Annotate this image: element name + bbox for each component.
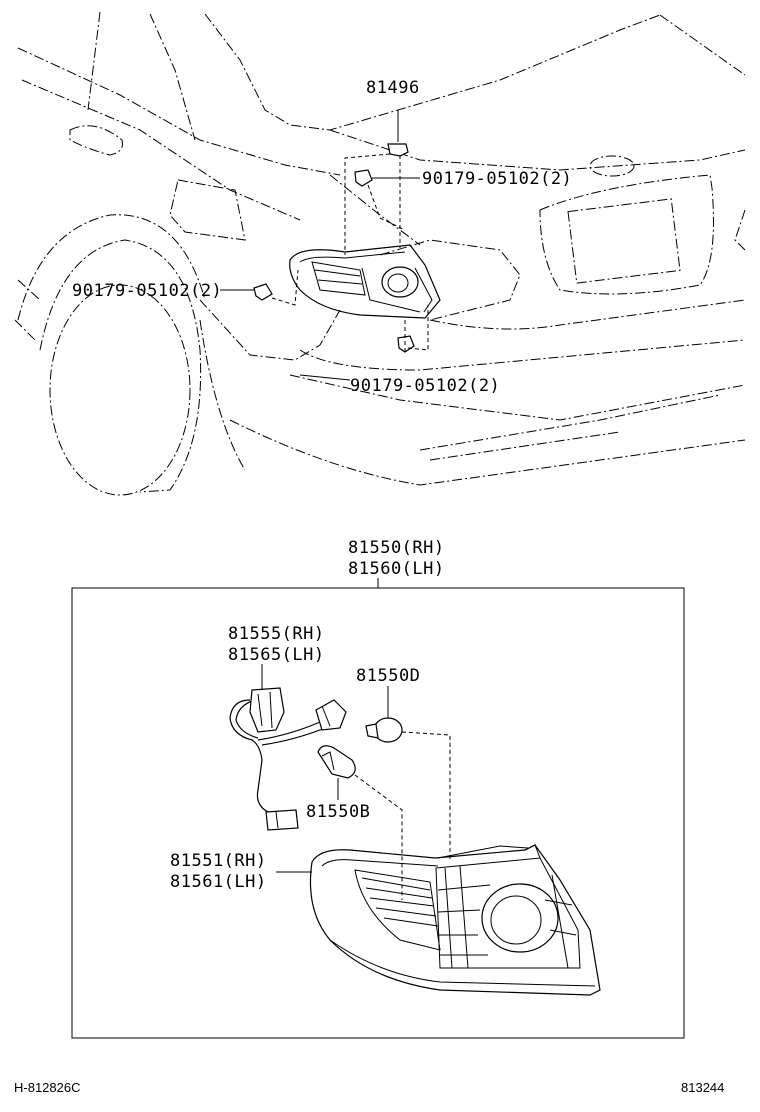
label-assy-rh: 81550(RH) [348, 538, 445, 558]
screw-right-icon [354, 169, 420, 187]
bulb-81550d-icon [365, 686, 451, 860]
bulb-81550b-icon [317, 745, 403, 900]
vehicle-leader-lines [271, 153, 429, 352]
label-bulb-b: 81550B [306, 802, 370, 822]
diagram-code-left: H-812826C [14, 1080, 81, 1095]
label-clip-81496: 81496 [366, 78, 420, 98]
label-lens-rh: 81551(RH) [170, 851, 267, 871]
vehicle-rear-outline [14, 11, 746, 496]
label-screw-bottom: 90179-05102(2) [350, 376, 500, 396]
label-lens-lh: 81561(LH) [170, 872, 267, 892]
clip-81496-icon [387, 110, 409, 157]
label-assy-lh: 81560(LH) [348, 559, 445, 579]
label-bulb-d: 81550D [356, 666, 420, 686]
assembly-box [71, 587, 685, 1039]
lens-assembly-icon [276, 844, 601, 996]
diagram-code-right: 813244 [681, 1080, 724, 1095]
label-screw-left: 90179-05102(2) [72, 281, 222, 301]
label-screw-right: 90179-05102(2) [422, 169, 572, 189]
vehicle-tail-lamp [289, 244, 441, 319]
screw-left-icon [220, 283, 273, 301]
label-socket-rh: 81555(RH) [228, 624, 325, 644]
socket-wire-icon [229, 664, 347, 831]
label-socket-lh: 81565(LH) [228, 645, 325, 665]
